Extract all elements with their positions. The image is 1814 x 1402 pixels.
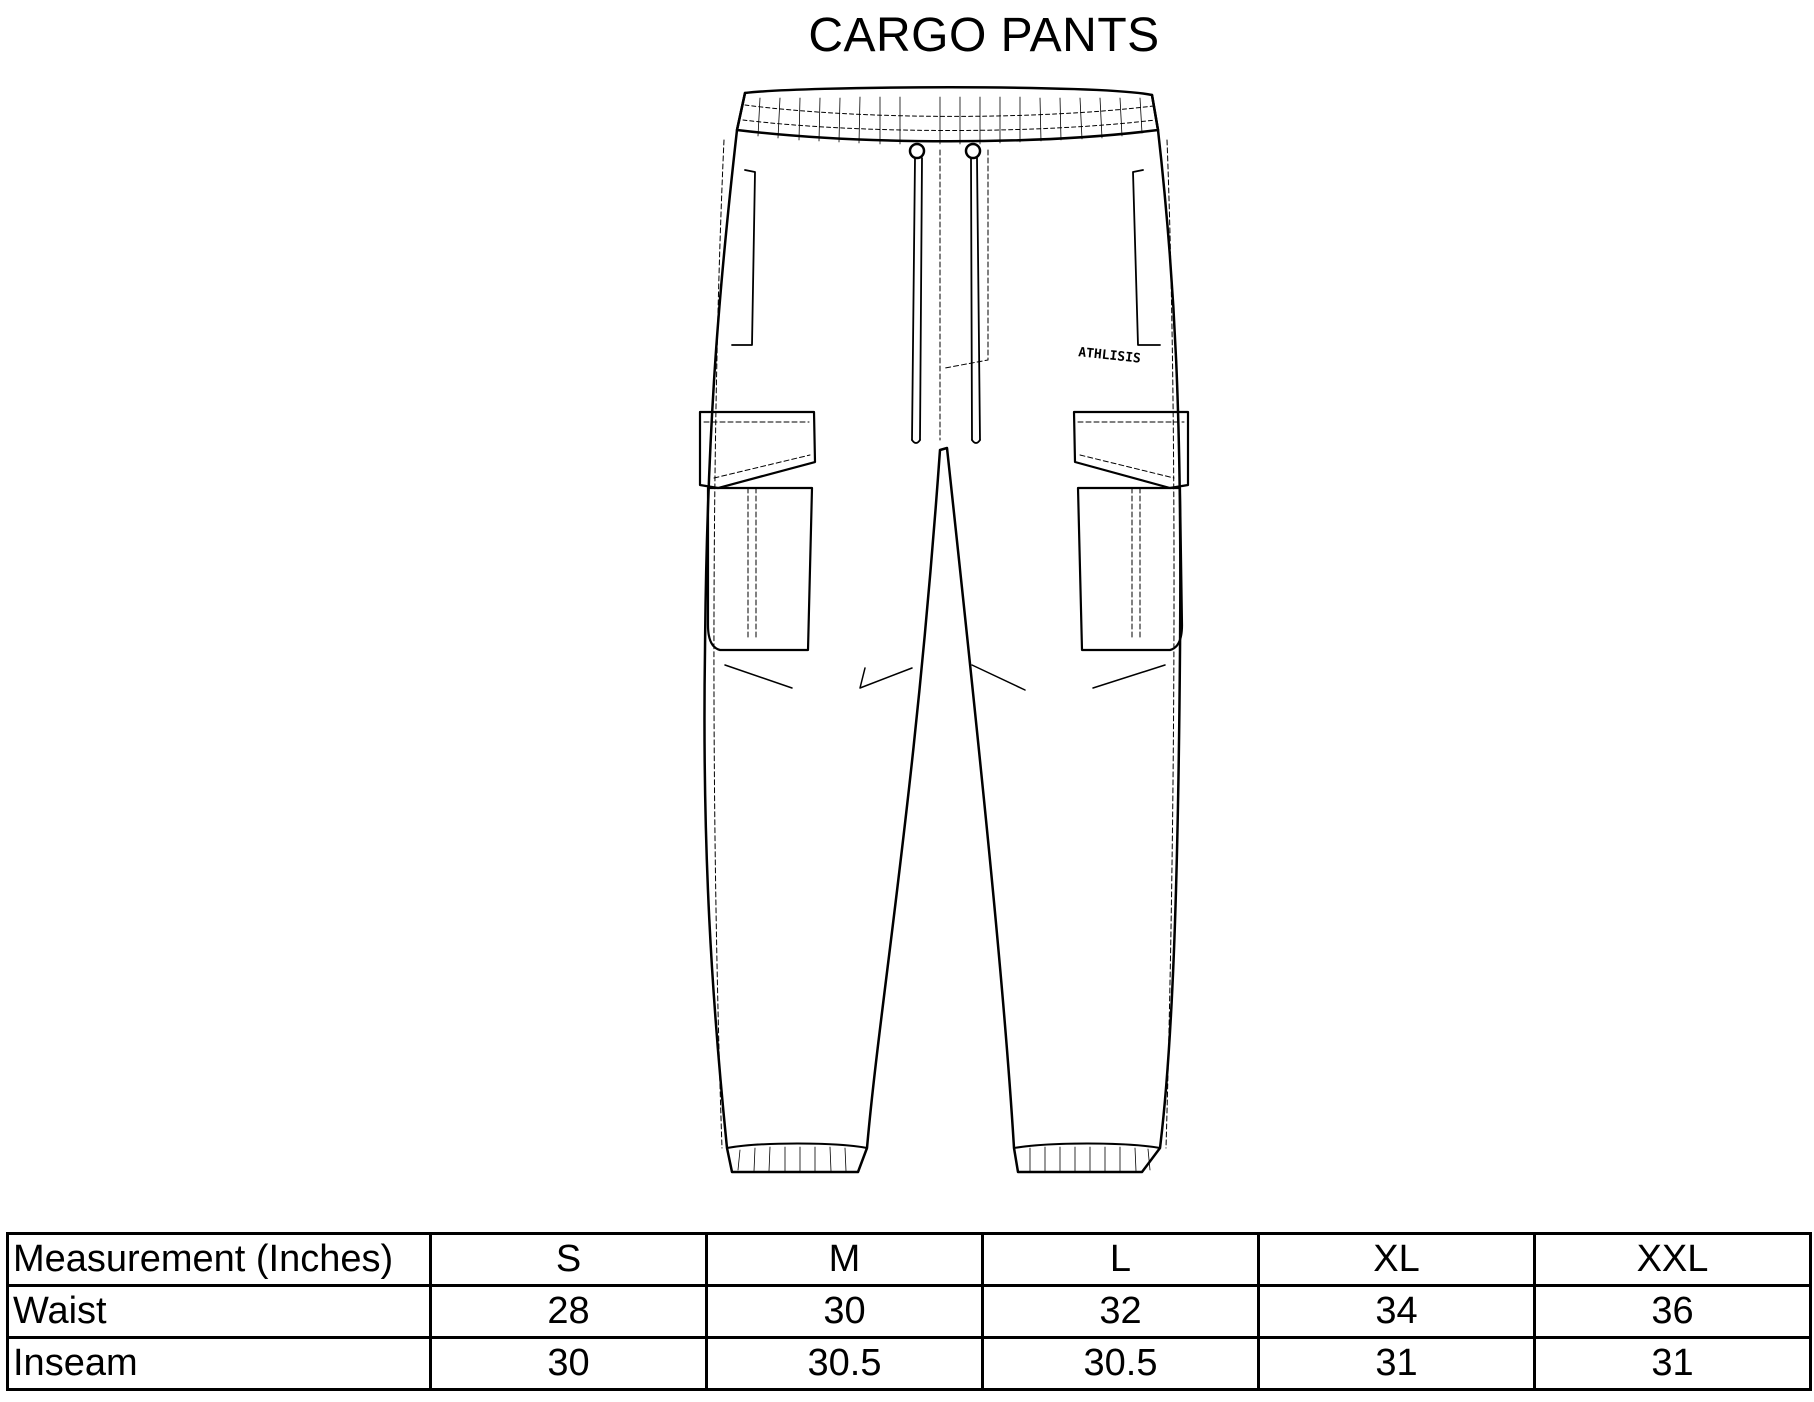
table-header-row: Measurement (Inches) S M L XL XXL <box>6 1232 1812 1287</box>
fly-stitching <box>939 149 989 441</box>
right-cargo-pocket <box>1076 486 1184 652</box>
header-size-m: M <box>705 1232 984 1287</box>
table-cell: 30.5 <box>705 1336 984 1391</box>
table-cell: 28 <box>429 1284 708 1339</box>
table-cell: 36 <box>1533 1284 1812 1339</box>
drawstring-eyelet-right <box>964 142 982 160</box>
knee-darts <box>724 664 1166 691</box>
drawstring-eyelet-left <box>908 142 926 160</box>
header-measurement: Measurement (Inches) <box>6 1232 432 1287</box>
table-row: Waist 28 30 32 34 36 <box>6 1284 1812 1339</box>
header-size-xl: XL <box>1257 1232 1536 1287</box>
right-side-pocket <box>1132 169 1161 346</box>
left-cuff <box>726 1142 868 1149</box>
row-label-inseam: Inseam <box>6 1336 432 1391</box>
left-side-pocket <box>731 169 756 346</box>
table-row: Inseam 30 30.5 30.5 31 31 <box>6 1336 1812 1391</box>
table-cell: 31 <box>1533 1336 1812 1391</box>
table-cell: 34 <box>1257 1284 1536 1339</box>
table-cell: 30 <box>705 1284 984 1339</box>
pants-outline <box>703 86 1182 1174</box>
header-size-s: S <box>429 1232 708 1287</box>
table-cell: 32 <box>981 1284 1260 1339</box>
left-cargo-pocket <box>706 486 814 652</box>
page-title: CARGO PANTS <box>808 9 1160 62</box>
waistband <box>735 91 1160 143</box>
size-chart-table: Measurement (Inches) S M L XL XXL Waist … <box>6 1232 1812 1391</box>
header-size-l: L <box>981 1232 1260 1287</box>
right-cargo-flap <box>1072 410 1190 490</box>
table-cell: 30.5 <box>981 1336 1260 1391</box>
brand-logo: ATHLISIS <box>1078 345 1142 366</box>
drawstring <box>911 157 981 441</box>
table-cell: 31 <box>1257 1336 1536 1391</box>
header-size-xxl: XXL <box>1533 1232 1812 1287</box>
table-cell: 30 <box>429 1336 708 1391</box>
left-cargo-flap <box>698 410 817 490</box>
right-cuff <box>1013 1142 1161 1149</box>
row-label-waist: Waist <box>6 1284 432 1339</box>
